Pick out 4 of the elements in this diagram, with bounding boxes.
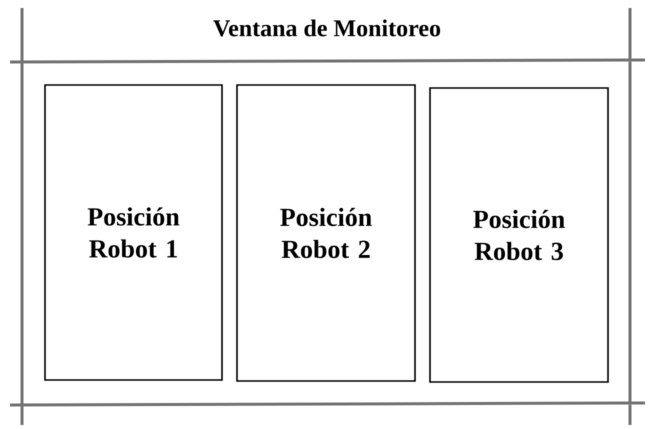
- position-panel: Posición Robot 2: [236, 84, 416, 382]
- position-panel: Posición Robot 1: [44, 84, 223, 381]
- window-title: Ventana de Monitoreo: [211, 18, 443, 38]
- position-panel: Posición Robot 3: [429, 87, 609, 383]
